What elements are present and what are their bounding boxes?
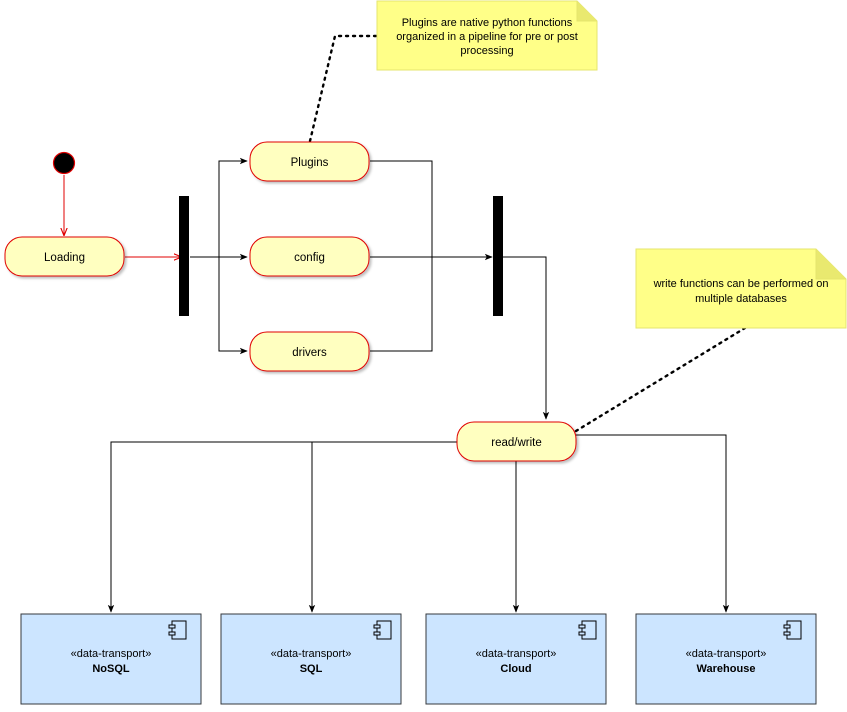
state-drivers[interactable]: drivers (249, 331, 370, 372)
component-warehouse[interactable]: «data-transport» Warehouse (635, 613, 817, 705)
state-plugins-label: Plugins (291, 157, 329, 169)
fork-bar (179, 196, 189, 316)
component-name: SQL (300, 663, 323, 675)
note-write-line-1: write functions can be performed on (653, 278, 829, 290)
component-stereotype: «data-transport» (476, 648, 557, 660)
edge-join-readwrite (503, 256, 550, 420)
connectors (64, 34, 747, 613)
component-icon (783, 620, 802, 640)
component-stereotype: «data-transport» (686, 648, 767, 660)
edge-plugins-join (370, 160, 433, 257)
join-bar (493, 196, 503, 316)
note-link-plugins (308, 34, 379, 143)
edge-drivers-join (370, 257, 433, 352)
note-plugins-line-3: processing (460, 45, 513, 57)
component-nosql[interactable]: «data-transport» NoSQL (20, 613, 202, 705)
state-readwrite[interactable]: read/write (456, 421, 577, 462)
note-plugins-line-2: organized in a pipeline for pre or post (396, 31, 578, 43)
component-icon (168, 620, 187, 640)
state-loading-label: Loading (44, 252, 85, 264)
component-stereotype: «data-transport» (271, 648, 352, 660)
component-name: NoSQL (92, 663, 130, 675)
note-plugins-line-1: Plugins are native python functions (402, 17, 573, 29)
component-sql[interactable]: «data-transport» SQL (220, 613, 402, 705)
edge-readwrite-warehouse (576, 434, 730, 613)
note-write[interactable]: write functions can be performed on mult… (635, 248, 847, 329)
state-loading[interactable]: Loading (4, 236, 125, 277)
component-stereotype: «data-transport» (71, 648, 152, 660)
edge-fork-plugins (190, 157, 248, 258)
note-link-write (574, 326, 747, 433)
component-cloud[interactable]: «data-transport» Cloud (425, 613, 607, 705)
component-icon (578, 620, 597, 640)
state-config[interactable]: config (249, 236, 370, 277)
state-drivers-label: drivers (292, 347, 327, 359)
initial-node (52, 151, 76, 175)
component-name: Warehouse (697, 663, 756, 675)
note-write-line-2: multiple databases (695, 293, 787, 305)
edge-fork-drivers (218, 257, 248, 355)
state-plugins[interactable]: Plugins (249, 141, 370, 182)
component-name: Cloud (500, 663, 531, 675)
note-plugins[interactable]: Plugins are native python functions orga… (376, 0, 598, 71)
component-icon (373, 620, 392, 640)
state-config-label: config (294, 252, 325, 264)
edge-readwrite-nosql (107, 441, 457, 613)
state-readwrite-label: read/write (491, 437, 542, 449)
